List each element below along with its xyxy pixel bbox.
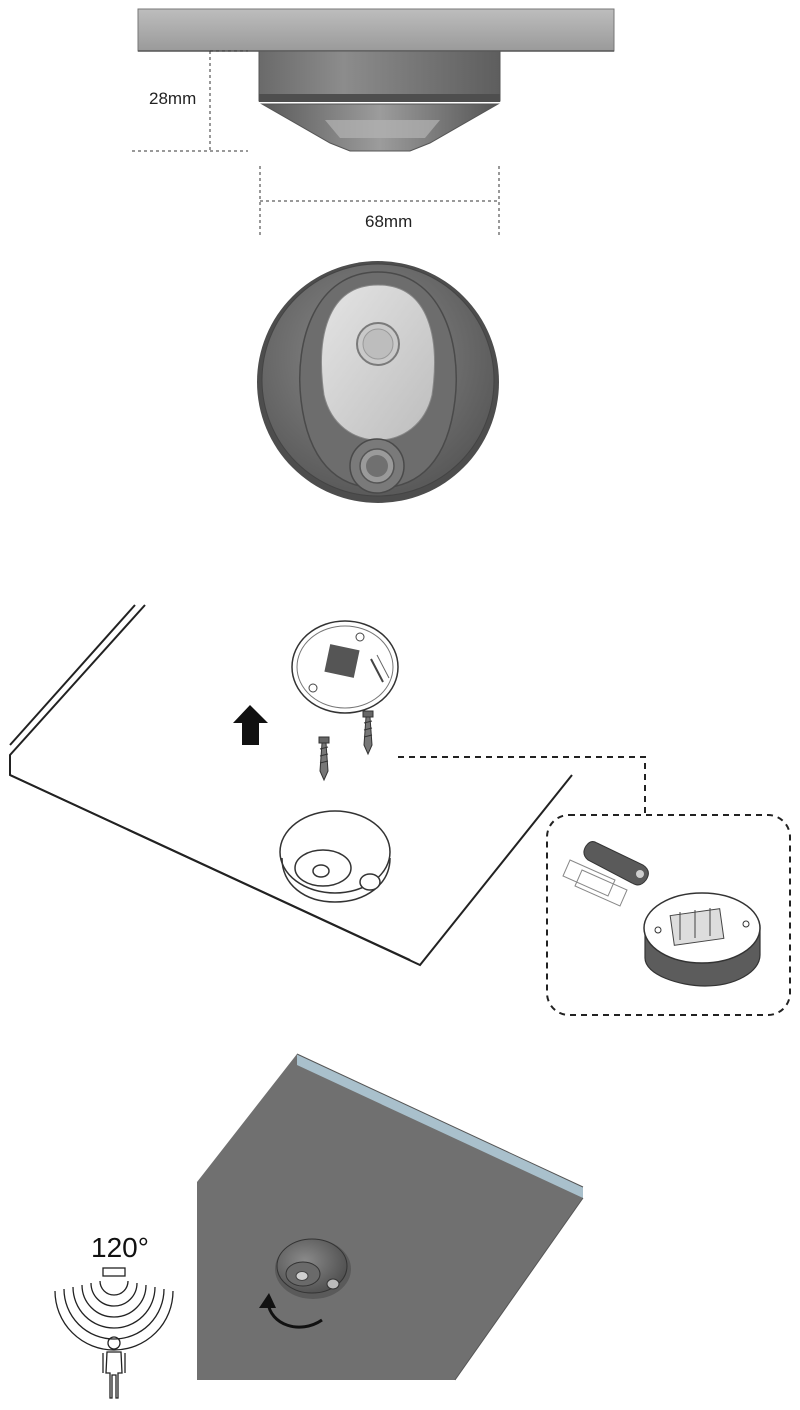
- up-arrow-icon: [233, 705, 268, 745]
- callout-connector: [398, 756, 646, 815]
- motion-sensor-icon: [54, 1267, 174, 1351]
- rotate-arrow-icon: [259, 1293, 323, 1329]
- device-base: [643, 892, 761, 987]
- mounting-drawing: [9, 604, 791, 1016]
- ceiling-panel: [197, 1053, 584, 1381]
- mounting-plate: [291, 620, 399, 714]
- mounting-surface: [9, 604, 573, 967]
- detection-diagram: 120°: [0, 1040, 800, 1410]
- ceiling-slab: [137, 8, 615, 52]
- device-outline: [279, 810, 391, 903]
- dimension-diagram: 28mm 68mm: [0, 0, 800, 530]
- detection-drawing: 120°: [54, 1053, 584, 1399]
- screw-icon: [362, 710, 374, 756]
- battery-callout: [546, 814, 791, 1016]
- battery-icon: [583, 841, 649, 886]
- device-side-view: [258, 50, 501, 152]
- installed-device: [275, 1238, 351, 1299]
- device-top-view: [257, 261, 499, 503]
- width-dimension: 68mm: [259, 166, 500, 236]
- height-label: 28mm: [149, 89, 196, 108]
- width-label: 68mm: [365, 212, 412, 231]
- mounting-diagram: [0, 540, 800, 1040]
- dimension-drawing: 28mm 68mm: [132, 8, 615, 503]
- screw-icon: [318, 736, 330, 782]
- height-dimension: 28mm: [132, 50, 248, 152]
- detection-angle-label: 120°: [91, 1232, 149, 1263]
- person-icon: [102, 1336, 126, 1399]
